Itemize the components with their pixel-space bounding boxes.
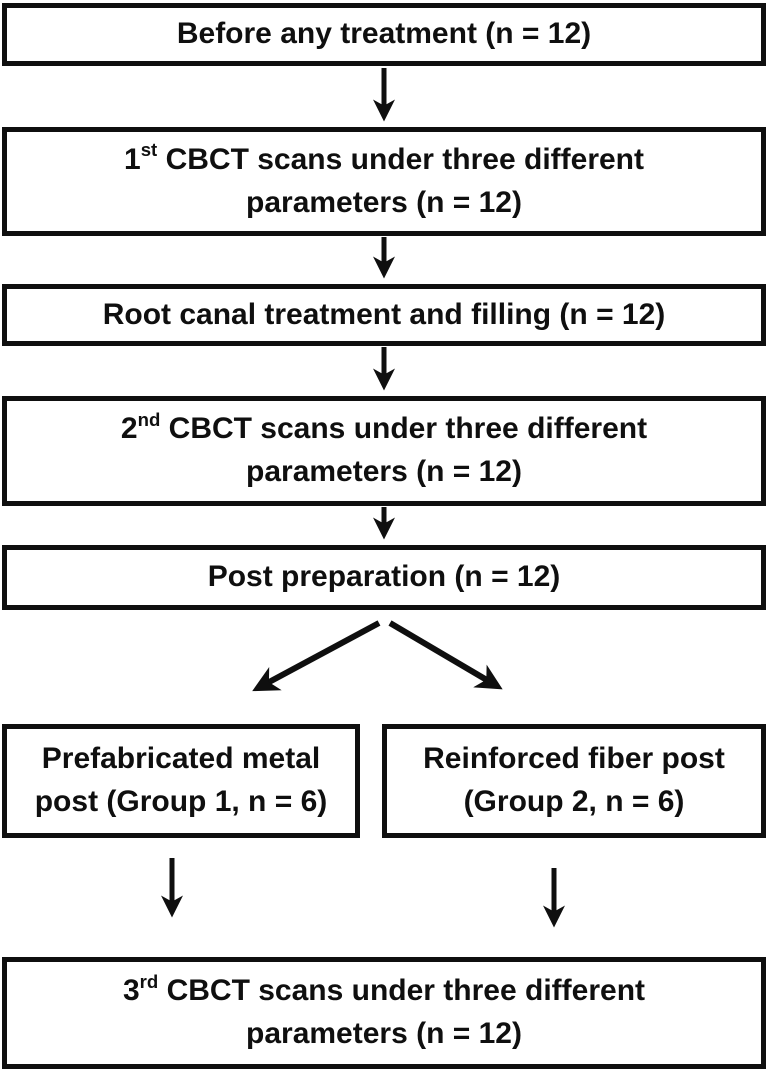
box-text-line-2: parameters (n = 12)	[246, 455, 522, 488]
box-text-line-1: 3rd CBCT scans under three different	[123, 970, 645, 1013]
flow-box-group-1: Prefabricated metal post (Group 1, n = 6…	[2, 724, 360, 838]
box-text: CBCT scans under three different	[158, 974, 646, 1008]
box-text-line-2: post (Group 1, n = 6)	[34, 785, 328, 818]
arrow-split-right	[388, 620, 503, 690]
box-text: Before any treatment (n = 12)	[176, 17, 592, 51]
flow-box-group-2: Reinforced fiber post (Group 2, n = 6)	[382, 724, 766, 838]
ordinal-suffix: nd	[137, 408, 161, 430]
box-text: CBCT scans under three different	[160, 412, 648, 446]
flow-box-post-preparation: Post preparation (n = 12)	[2, 545, 766, 610]
box-text: Post preparation (n = 12)	[207, 560, 561, 594]
flow-box-cbct-scan-3: 3rd CBCT scans under three different par…	[2, 957, 766, 1069]
flow-box-before-treatment: Before any treatment (n = 12)	[2, 3, 766, 66]
ordinal-suffix: rd	[139, 970, 159, 992]
box-text-line-2: parameters (n = 12)	[246, 1017, 522, 1050]
flow-box-cbct-scan-1: 1st CBCT scans under three different par…	[2, 127, 766, 236]
box-text-line-2: parameters (n = 12)	[246, 185, 522, 219]
ordinal-number: 1	[124, 142, 141, 176]
ordinal-number: 3	[122, 974, 140, 1008]
box-text: Root canal treatment and filling (n = 12…	[102, 297, 666, 331]
box-text-line-2: (Group 2, n = 6)	[463, 785, 685, 818]
box-text-line-1: 2nd CBCT scans under three different	[121, 408, 647, 451]
box-text: CBCT scans under three different	[157, 142, 644, 176]
box-text-line-1: Reinforced fiber post	[423, 742, 725, 776]
flow-box-root-canal: Root canal treatment and filling (n = 12…	[2, 284, 766, 346]
arrow-split-left	[252, 620, 381, 692]
box-text-line-1: 1st CBCT scans under three different	[124, 139, 644, 182]
flow-box-cbct-scan-2: 2nd CBCT scans under three different par…	[2, 396, 766, 506]
ordinal-number: 2	[120, 412, 138, 446]
ordinal-suffix: st	[140, 139, 158, 161]
box-text-line-1: Prefabricated metal	[41, 742, 321, 776]
